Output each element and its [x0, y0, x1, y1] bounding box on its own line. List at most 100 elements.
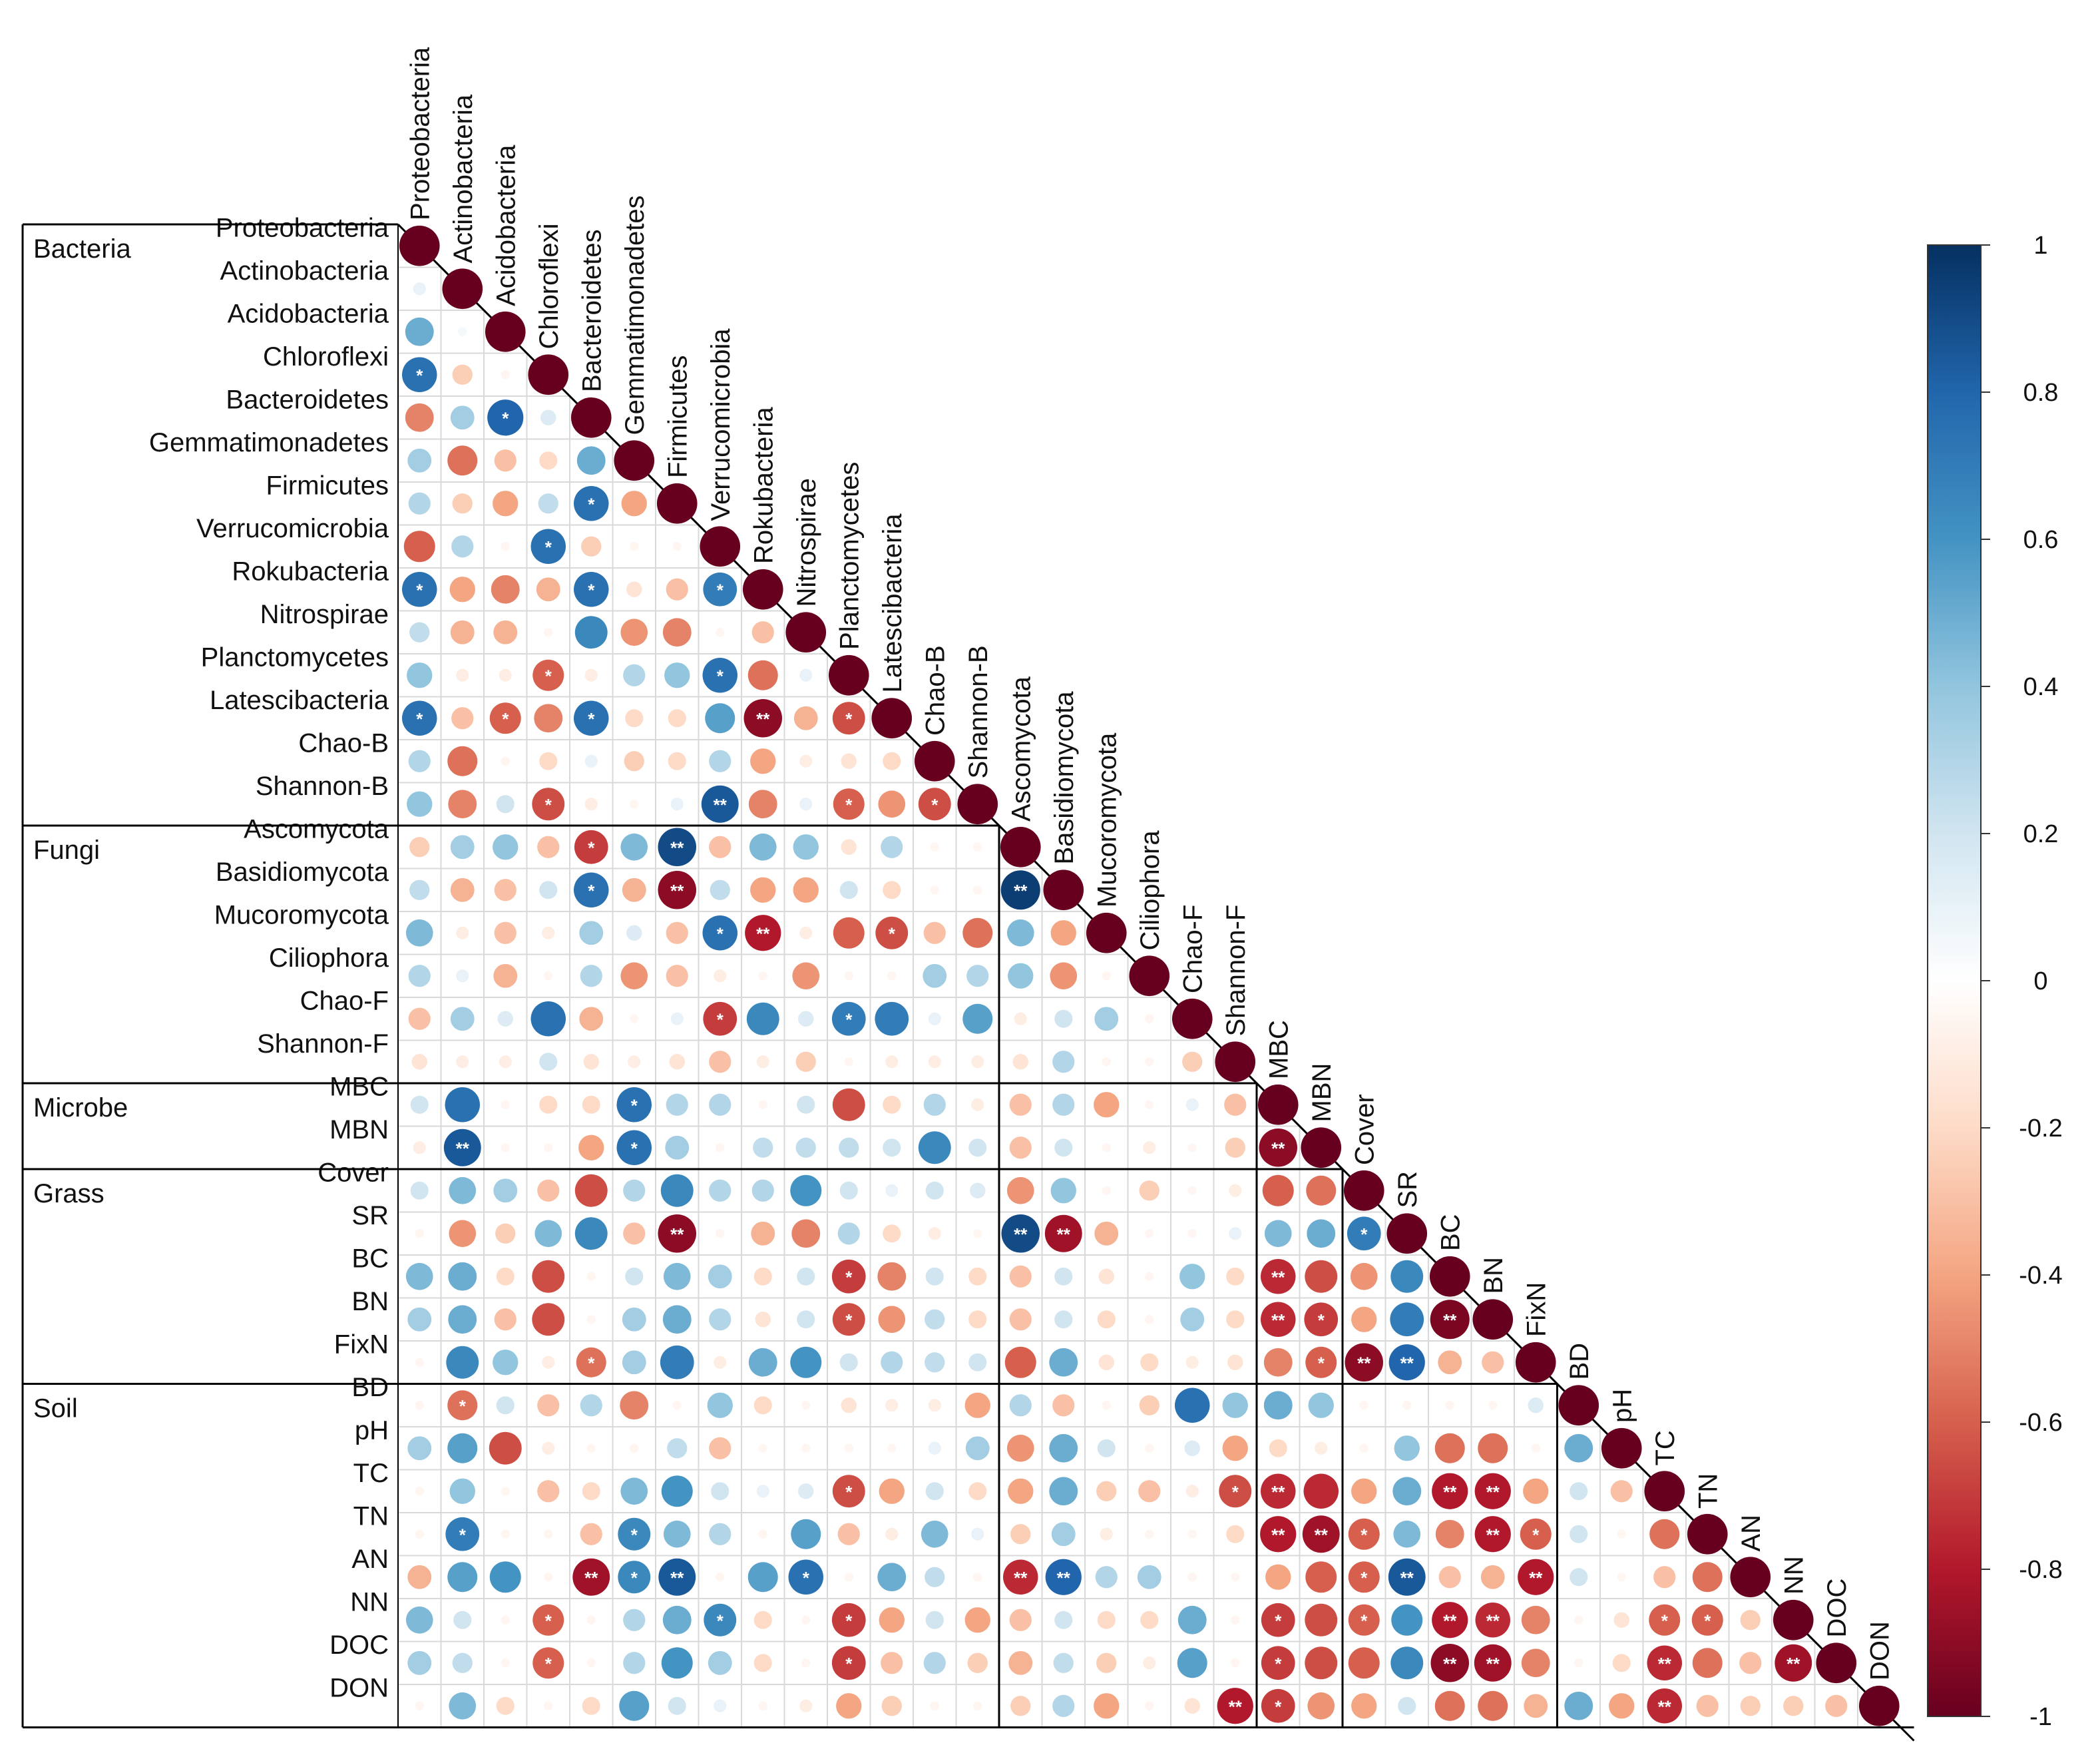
correlation-circle	[666, 921, 688, 944]
correlation-circle	[1303, 1473, 1339, 1509]
correlation-circle	[1691, 1604, 1723, 1636]
correlation-circle	[965, 1436, 990, 1461]
correlation-circle	[831, 1001, 866, 1036]
correlation-circle	[1014, 1012, 1027, 1025]
correlation-circle	[1094, 1007, 1119, 1031]
correlation-circle	[1269, 1439, 1287, 1457]
row-label: DOC	[329, 1631, 389, 1660]
correlation-circle	[501, 541, 511, 551]
correlation-circle	[407, 662, 433, 688]
row-label: Ascomycota	[244, 814, 389, 844]
correlation-circle	[405, 403, 434, 432]
correlation-circle	[542, 926, 555, 939]
correlation-circle	[1096, 1481, 1117, 1501]
correlation-circle	[1391, 1604, 1423, 1636]
correlation-circle	[1097, 1611, 1116, 1629]
correlation-circle	[831, 1603, 866, 1637]
significance-mark: **	[1271, 1310, 1285, 1330]
correlation-circle	[883, 881, 901, 899]
significance-mark: **	[1229, 1696, 1243, 1716]
correlation-circle	[758, 1529, 768, 1539]
correlation-circle	[799, 926, 813, 939]
colorbar-tick-label: 0.8	[2023, 379, 2059, 407]
colorbar: 10.80.60.40.20-0.2-0.4-0.6-0.8-1	[1927, 232, 2063, 1731]
correlation-circle	[1570, 1482, 1588, 1501]
correlation-circle	[1359, 1400, 1369, 1410]
correlation-circle	[923, 921, 946, 944]
correlation-circle	[1390, 1260, 1424, 1293]
correlation-circle	[1144, 1529, 1154, 1539]
correlation-circle	[660, 1345, 694, 1380]
correlation-circle	[532, 659, 564, 691]
correlation-circle	[799, 668, 813, 682]
correlation-circle	[579, 921, 604, 945]
correlation-circle	[1260, 1516, 1297, 1553]
correlation-circle	[1144, 1228, 1154, 1238]
correlation-circle	[1430, 1643, 1470, 1682]
correlation-circle	[543, 1142, 553, 1152]
significance-mark: *	[588, 838, 595, 858]
correlation-circle	[844, 1572, 854, 1582]
correlation-circle	[1304, 1302, 1339, 1337]
correlation-circle	[881, 1652, 903, 1674]
correlation-circle	[1305, 1561, 1337, 1593]
correlation-circle	[629, 1014, 639, 1024]
correlation-circle	[1445, 1400, 1455, 1410]
correlation-circle	[925, 1267, 944, 1286]
row-label: TN	[353, 1501, 389, 1531]
significance-mark: **	[1443, 1611, 1457, 1631]
correlation-circle	[1002, 1559, 1038, 1595]
correlation-circle	[801, 1400, 811, 1410]
correlation-circle	[1307, 1219, 1336, 1248]
correlation-circle	[623, 1652, 646, 1674]
correlation-circle	[452, 1652, 473, 1673]
column-label: SR	[1393, 1171, 1422, 1208]
correlation-circle	[968, 1482, 987, 1501]
correlation-circle	[1044, 1214, 1082, 1252]
correlation-circle	[668, 709, 686, 728]
correlation-circle	[543, 971, 553, 981]
correlation-circle	[844, 971, 854, 981]
significance-mark: *	[889, 923, 896, 943]
correlation-circle	[501, 1142, 511, 1152]
row-label: Chloroflexi	[263, 342, 389, 372]
correlation-circle	[1143, 1656, 1156, 1670]
correlation-circle	[832, 702, 865, 735]
correlation-circle	[1482, 1351, 1504, 1374]
correlation-circle	[1012, 1054, 1028, 1070]
significance-mark: **	[1271, 1482, 1285, 1502]
correlation-circle	[1180, 1307, 1205, 1332]
correlation-circle	[445, 1517, 480, 1551]
correlation-circle	[542, 1441, 555, 1455]
correlation-circle	[791, 1519, 821, 1549]
row-label: Basidiomycota	[216, 858, 389, 887]
correlation-circle	[758, 1701, 768, 1711]
correlation-circle	[793, 706, 818, 730]
correlation-circle	[715, 1572, 725, 1582]
correlation-circle	[755, 1312, 771, 1328]
correlation-circle	[795, 1051, 816, 1072]
colorbar-tick-label: -0.4	[2019, 1262, 2062, 1290]
correlation-circle	[586, 1443, 596, 1453]
correlation-circle	[1182, 1051, 1203, 1072]
correlation-circle	[623, 1222, 646, 1245]
correlation-circle	[883, 1095, 901, 1114]
diagonal-circle	[1343, 1170, 1384, 1211]
correlation-circle	[1392, 1477, 1422, 1506]
correlation-circle	[672, 541, 682, 551]
correlation-circle	[1647, 1645, 1683, 1681]
row-label: Bacteroidetes	[226, 385, 389, 414]
correlation-circle	[1054, 1009, 1073, 1028]
column-label: pH	[1607, 1389, 1637, 1423]
correlation-circle	[748, 1348, 777, 1377]
correlation-circle	[832, 1303, 865, 1336]
correlation-circle	[1570, 1568, 1588, 1587]
correlation-circle	[1102, 1057, 1112, 1067]
column-label: Proteobacteria	[405, 47, 435, 220]
column-label: Rokubacteria	[749, 407, 778, 564]
correlation-circle	[1097, 1310, 1116, 1329]
correlation-circle	[833, 917, 865, 949]
correlation-circle	[494, 1308, 517, 1331]
correlation-circle	[410, 1095, 429, 1114]
